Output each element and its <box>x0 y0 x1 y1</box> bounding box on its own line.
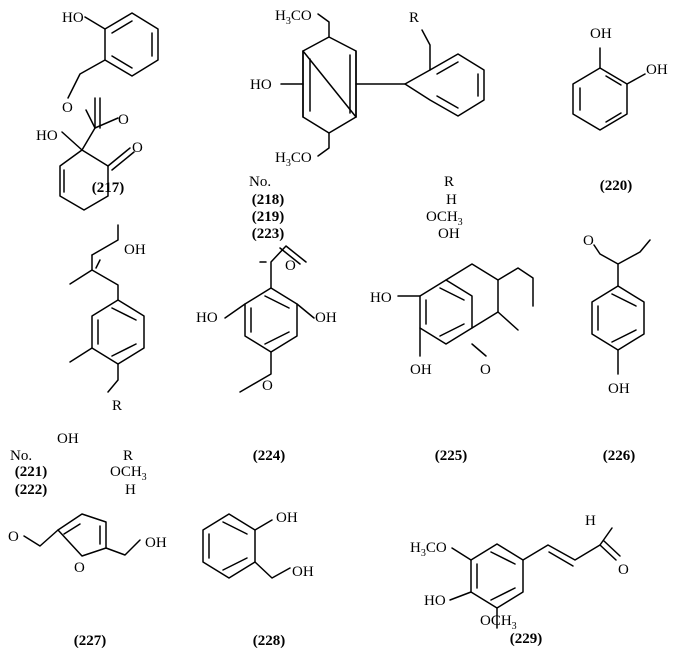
compound-226: O OH (226) <box>583 233 651 464</box>
caption-217: (217) <box>92 180 125 196</box>
compound-225: HO OH O (225) <box>370 263 534 464</box>
label-224-oh: OH <box>315 310 337 326</box>
table-218-row-223-r: OH <box>438 226 460 242</box>
label-220-oh-1: OH <box>590 26 612 42</box>
table-218-row-219-no: (219) <box>252 209 285 225</box>
label-h3co-top: H3CO <box>275 8 312 27</box>
label-217-ho-top: HO <box>62 10 84 26</box>
label-229-och3: OCH3 <box>480 613 517 632</box>
compound-221-222: OH R OH No. R (221) OCH3 (222) H <box>10 224 147 498</box>
caption-228: (228) <box>253 633 286 649</box>
label-h3co-bottom: H3CO <box>275 150 312 169</box>
label-217-o-carbonyl: O <box>118 112 129 128</box>
compound-218-219-223: H3CO HO H3CO R No. R (218) H (219) OCH3 … <box>249 8 485 242</box>
label-224-o-methoxy: O <box>262 378 273 394</box>
label-226-oh: OH <box>608 381 630 397</box>
table-221-header-no: No. <box>10 448 32 464</box>
label-229-h: H <box>585 513 596 529</box>
compound-217: HO O O HO O (217) <box>36 10 159 211</box>
table-218-row-218-no: (218) <box>252 192 285 208</box>
label-227-o-ring: O <box>74 560 85 576</box>
caption-225: (225) <box>435 448 468 464</box>
table-221-row-222-r: H <box>125 482 136 498</box>
label-227-oh: OH <box>145 535 167 551</box>
label-228-oh-bottom: OH <box>292 564 314 580</box>
label-221-r: R <box>112 398 122 414</box>
label-228-oh-top: OH <box>276 510 298 526</box>
label-225-ho: HO <box>370 290 392 306</box>
label-227-o-aldehyde: O <box>8 529 19 545</box>
label-229-ho: HO <box>424 593 446 609</box>
caption-220: (220) <box>600 178 633 194</box>
label-224-o-carbonyl: O <box>285 258 296 274</box>
caption-229: (229) <box>510 631 543 647</box>
label-229-h3co: H3CO <box>410 540 447 559</box>
label-217-o-ketone: O <box>132 140 143 156</box>
table-221-row-221-no: (221) <box>15 464 48 480</box>
label-221-oh-top: OH <box>124 242 146 258</box>
table-218-row-218-r: H <box>446 192 457 208</box>
label-ho-218: HO <box>250 77 272 93</box>
caption-227: (227) <box>74 633 107 649</box>
label-221-oh-bottom: OH <box>57 431 79 447</box>
label-220-oh-2: OH <box>646 62 668 78</box>
label-r-218: R <box>409 10 419 26</box>
table-221-row-222-no: (222) <box>15 482 48 498</box>
label-217-ho-ring: HO <box>36 128 58 144</box>
label-225-oh: OH <box>410 362 432 378</box>
caption-224: (224) <box>253 448 286 464</box>
compound-227: O O OH (227) <box>8 513 167 649</box>
table-218-row-219-r: OCH3 <box>426 209 463 228</box>
label-224-ho: HO <box>196 310 218 326</box>
compound-224: O HO OH O (224) <box>196 245 337 464</box>
table-218-header-no: No. <box>249 174 271 190</box>
compound-220: OH OH (220) <box>572 26 668 194</box>
table-218-row-223-no: (223) <box>252 226 285 242</box>
table-221-row-221-r: OCH3 <box>110 464 147 483</box>
label-226-o: O <box>583 233 594 249</box>
label-217-o-ester: O <box>62 100 73 116</box>
label-225-o: O <box>480 362 491 378</box>
compound-229: H H3CO O HO OCH3 (229) <box>410 513 629 647</box>
table-218-header-r: R <box>444 174 454 190</box>
label-229-o: O <box>618 562 629 578</box>
compound-228: OH OH (228) <box>202 510 314 649</box>
caption-226: (226) <box>603 448 636 464</box>
table-221-header-r: R <box>123 448 133 464</box>
